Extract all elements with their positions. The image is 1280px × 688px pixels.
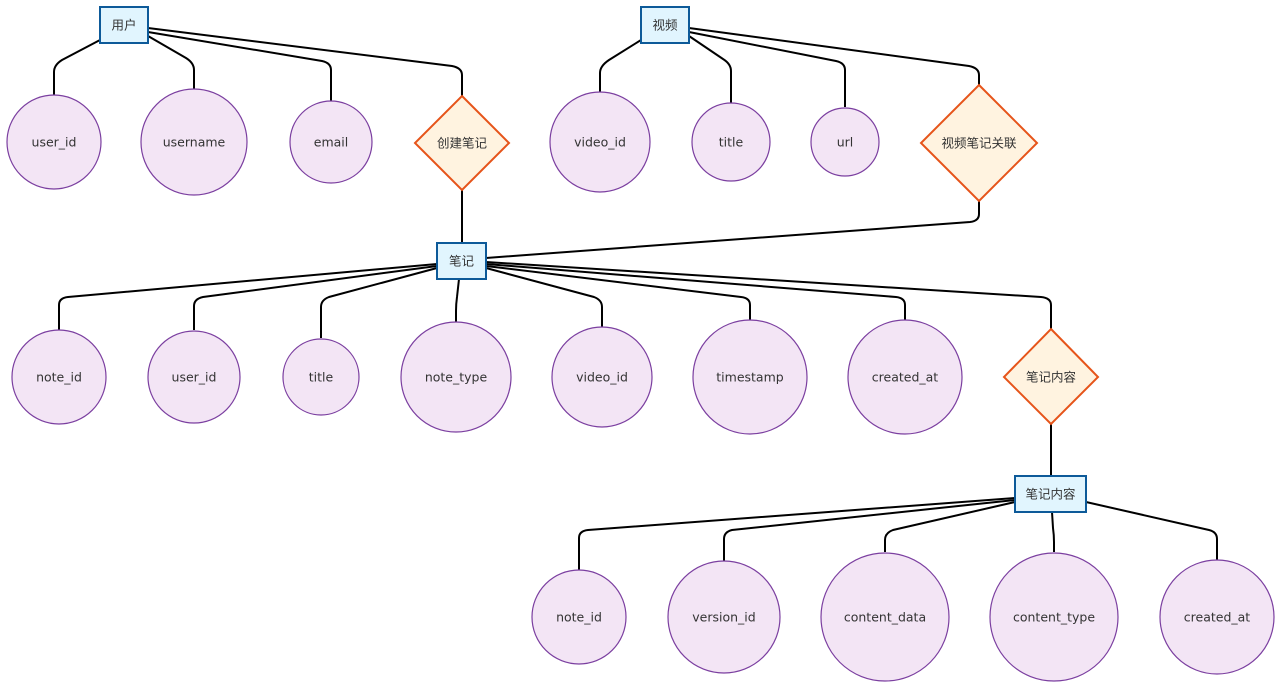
edges-layer xyxy=(53,27,1218,570)
relationship-note-content[interactable]: 笔记内容 xyxy=(1002,327,1100,426)
edge-note-content-rel xyxy=(485,261,1052,329)
attribute-label: url xyxy=(837,135,854,150)
attribute-label: note_type xyxy=(425,370,488,385)
attribute-label: user_id xyxy=(172,370,217,385)
entity-label: 笔记内容 xyxy=(1025,487,1075,502)
attribute-label: title xyxy=(719,135,744,150)
entity-video[interactable]: 视频 xyxy=(640,6,690,44)
attribute-video-title[interactable]: title xyxy=(691,102,771,182)
attribute-label: title xyxy=(309,370,334,385)
relationships-layer: 创建笔记 视频笔记关联 笔记内容 xyxy=(413,83,1100,426)
edge-video-link xyxy=(688,27,980,85)
attribute-content-note-id[interactable]: note_id xyxy=(531,569,627,665)
edge-link-note xyxy=(485,201,980,259)
edge-note-video-id xyxy=(485,267,603,327)
edge-content-version-id xyxy=(723,499,1016,561)
attribute-label: version_id xyxy=(692,610,755,625)
attribute-label: username xyxy=(163,135,226,150)
attribute-note-user-id[interactable]: user_id xyxy=(147,330,241,424)
edge-note-created-at xyxy=(485,263,906,320)
attribute-content-created-at[interactable]: created_at xyxy=(1159,559,1275,675)
attribute-note-video-id[interactable]: video_id xyxy=(551,326,653,428)
attribute-note-created-at[interactable]: created_at xyxy=(847,319,963,435)
attribute-label: user_id xyxy=(32,135,77,150)
relationship-label: 创建笔记 xyxy=(437,136,488,151)
entity-label: 用户 xyxy=(111,18,136,33)
edge-video-video-id xyxy=(599,39,642,92)
attribute-label: email xyxy=(314,135,348,150)
entity-note-content[interactable]: 笔记内容 xyxy=(1014,475,1087,513)
edge-content-content-type xyxy=(1051,511,1055,552)
attribute-email[interactable]: email xyxy=(289,100,373,184)
attribute-content-data[interactable]: content_data xyxy=(820,552,950,682)
attribute-label: content_data xyxy=(844,610,926,625)
relationship-label: 视频笔记关联 xyxy=(941,136,1017,151)
edge-note-note-type xyxy=(455,278,460,322)
attribute-label: created_at xyxy=(1184,610,1251,625)
attribute-label: content_type xyxy=(1013,610,1095,625)
edge-content-content-data xyxy=(884,501,1016,552)
attribute-url[interactable]: url xyxy=(810,107,880,177)
attribute-label: video_id xyxy=(576,370,628,385)
edge-user-username xyxy=(147,35,195,89)
edge-user-email xyxy=(147,31,332,101)
attribute-video-id[interactable]: video_id xyxy=(549,91,651,193)
edge-note-timestamp xyxy=(485,265,751,320)
edge-note-title xyxy=(320,267,438,338)
edge-user-user-id xyxy=(53,39,101,95)
edge-video-url xyxy=(688,31,846,107)
edge-user-create-note xyxy=(147,27,463,96)
attribute-content-type[interactable]: content_type xyxy=(989,552,1119,682)
attribute-label: note_id xyxy=(556,610,602,625)
edge-content-note-id xyxy=(578,497,1016,570)
attribute-username[interactable]: username xyxy=(140,88,248,196)
relationship-create-note[interactable]: 创建笔记 xyxy=(413,94,511,192)
attribute-label: timestamp xyxy=(716,370,783,385)
entity-label: 视频 xyxy=(652,18,678,33)
attribute-label: created_at xyxy=(872,370,939,385)
attributes-layer: user_id username email video_id title ur… xyxy=(6,88,1275,682)
entity-user[interactable]: 用户 xyxy=(99,6,149,44)
attribute-timestamp[interactable]: timestamp xyxy=(692,319,808,435)
entity-note[interactable]: 笔记 xyxy=(436,242,487,280)
edge-content-created-at xyxy=(1085,501,1218,560)
edge-note-user-id xyxy=(193,265,438,330)
relationship-video-note-link[interactable]: 视频笔记关联 xyxy=(919,83,1039,203)
attribute-note-title[interactable]: title xyxy=(282,338,360,416)
attribute-user-id[interactable]: user_id xyxy=(6,94,102,190)
attribute-label: video_id xyxy=(574,135,626,150)
attribute-label: note_id xyxy=(36,370,82,385)
entity-label: 笔记 xyxy=(449,254,475,269)
entities-layer: 用户 视频 笔记 笔记内容 xyxy=(99,6,1087,513)
attribute-note-note-id[interactable]: note_id xyxy=(11,329,107,425)
edge-video-title xyxy=(688,35,732,103)
attribute-version-id[interactable]: version_id xyxy=(667,560,781,674)
edge-note-note-id xyxy=(58,263,438,330)
relationship-label: 笔记内容 xyxy=(1026,370,1076,385)
attribute-note-type[interactable]: note_type xyxy=(400,321,512,433)
